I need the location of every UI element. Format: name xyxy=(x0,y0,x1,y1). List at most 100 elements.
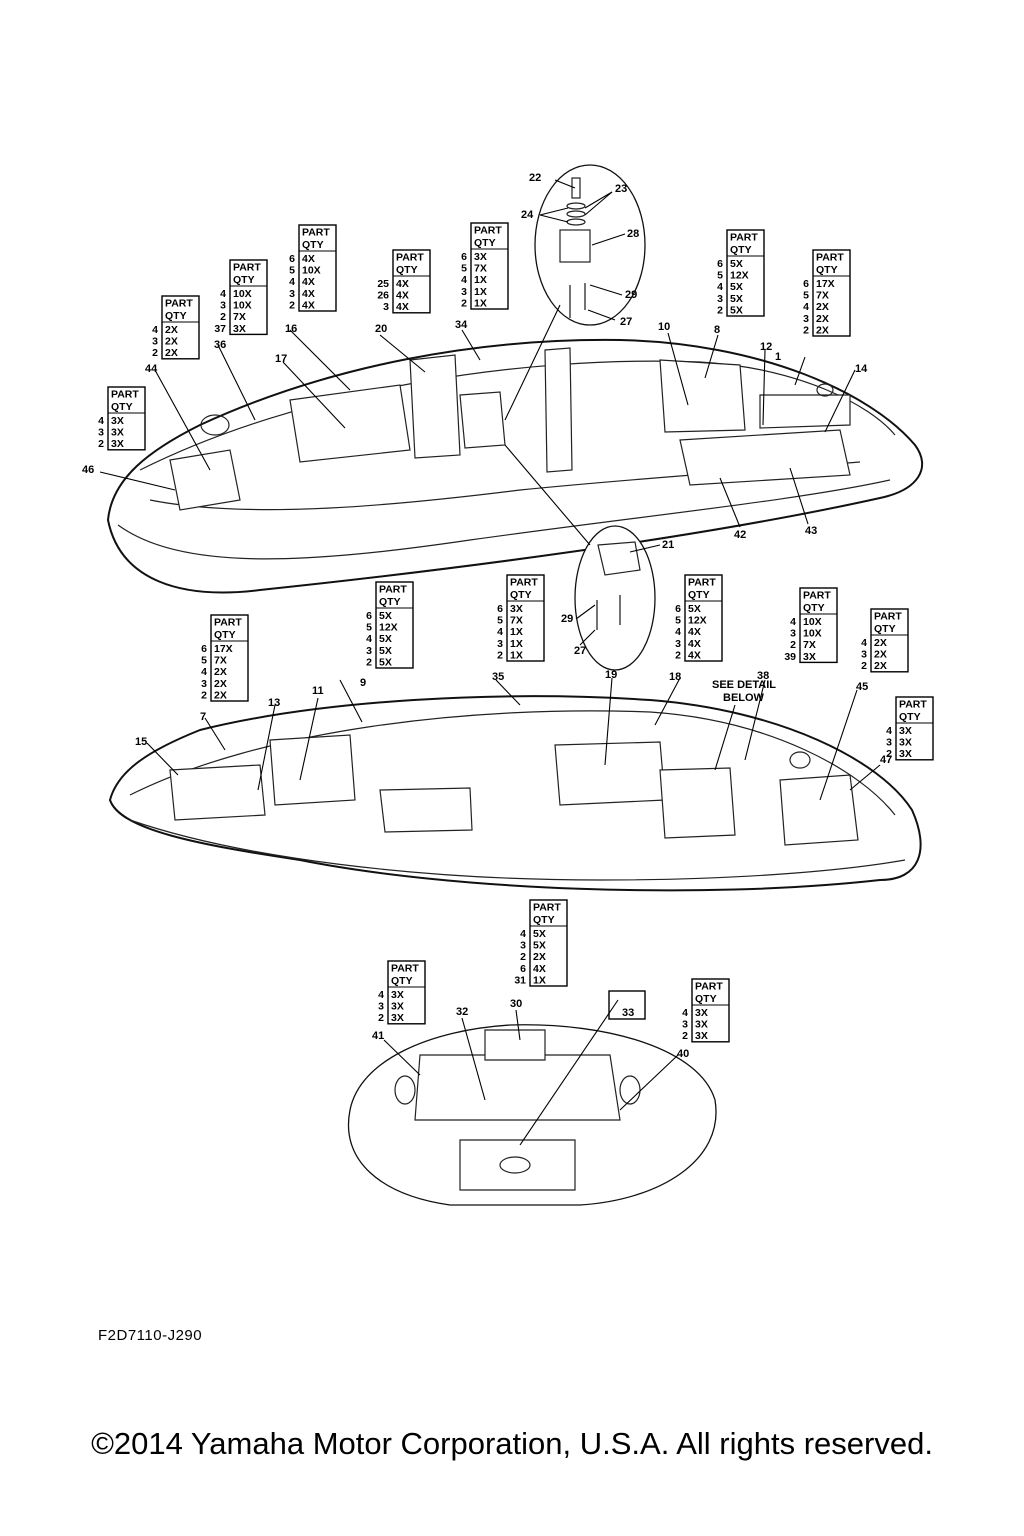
compartment-bow-left-lower xyxy=(169,764,266,821)
table-row-part: 2 xyxy=(675,649,681,661)
washer-upper xyxy=(566,202,586,210)
callout-29-upper: 29 xyxy=(625,289,637,301)
table-row-part: 6 xyxy=(366,610,372,622)
table-row-part: 3 xyxy=(152,336,158,348)
table-row-qty: 7X xyxy=(233,311,246,323)
table-row-part: 3 xyxy=(366,645,372,657)
callout-23: 23 xyxy=(615,183,627,195)
table-row-qty: 2X xyxy=(816,301,829,313)
callout-1: 1 xyxy=(775,351,781,363)
table-row-part: 4 xyxy=(520,928,526,940)
callout-27-upper: 27 xyxy=(620,316,632,328)
callout-30: 30 xyxy=(510,998,522,1010)
table-header-part: PART xyxy=(111,389,139,401)
compartment-stern-step xyxy=(759,394,851,429)
table-row-part: 6 xyxy=(497,603,503,615)
callout-20: 20 xyxy=(375,323,387,335)
callout-24: 24 xyxy=(521,209,534,221)
table-row-qty: 4X xyxy=(302,276,315,288)
table-row-part: 31 xyxy=(514,974,526,986)
table-row-part: 4 xyxy=(201,666,207,678)
table-row-part: 3 xyxy=(803,313,809,325)
table-header-part: PART xyxy=(695,981,723,993)
detail-lower-panel xyxy=(459,1139,576,1191)
table-header-part: PART xyxy=(688,577,716,589)
callout-11: 11 xyxy=(312,685,324,697)
cleat-pin xyxy=(571,177,581,199)
table-row-qty: 7X xyxy=(510,615,523,627)
table-row-part: 4 xyxy=(717,281,723,293)
table-row-part: 25 xyxy=(377,278,389,290)
table-row-qty: 12X xyxy=(730,270,749,282)
callout-42: 42 xyxy=(734,529,746,541)
table-row-part: 4 xyxy=(366,633,372,645)
table-row-part: 26 xyxy=(377,290,389,302)
compartment-center-lower xyxy=(554,741,666,806)
detail-drain-plug xyxy=(499,1156,531,1174)
callout-43: 43 xyxy=(805,525,817,537)
callout-10: 10 xyxy=(658,321,670,333)
table-row-part: 3 xyxy=(378,1001,384,1013)
table-header-qty: QTY xyxy=(302,239,324,251)
table-row-qty: 5X xyxy=(730,293,743,305)
cleat-block xyxy=(559,229,591,263)
table-frame xyxy=(161,295,200,360)
table-frame xyxy=(812,249,851,337)
table-header-part: PART xyxy=(533,902,561,914)
table-row-qty: 3X xyxy=(510,603,523,615)
table-row-part: 5 xyxy=(289,265,295,277)
table-row-qty: 5X xyxy=(730,281,743,293)
table-row-qty: 4X xyxy=(688,649,701,661)
table-row-part: 2 xyxy=(886,748,892,760)
table-row-qty: 3X xyxy=(111,438,124,450)
table-header-qty: QTY xyxy=(874,623,896,635)
table-row-part: 2 xyxy=(520,951,526,963)
see-detail-arrow xyxy=(714,704,736,771)
table-row-part: 2 xyxy=(152,347,158,359)
table-header-qty: QTY xyxy=(695,993,717,1005)
table-row-part: 5 xyxy=(675,615,681,627)
callout-41: 41 xyxy=(372,1030,384,1042)
table-header-part: PART xyxy=(391,963,419,975)
upper-hull-gunwale xyxy=(117,479,891,560)
detail-middle-pointer xyxy=(504,444,591,546)
table-row-qty: 2X xyxy=(874,649,887,661)
callout-47: 47 xyxy=(880,754,892,766)
callout-45: 45 xyxy=(856,681,868,693)
table-row-part: 3 xyxy=(790,628,796,640)
see-detail-line-1: SEE DETAIL xyxy=(712,679,776,691)
table-header-part: PART xyxy=(510,577,538,589)
table-row-qty: 7X xyxy=(816,290,829,302)
table-header-part: PART xyxy=(474,225,502,237)
table-row-part: 3 xyxy=(220,300,226,312)
table-row-part: 4 xyxy=(289,276,295,288)
table-row-part: 5 xyxy=(461,263,467,275)
table-row-part: 3 xyxy=(886,737,892,749)
table-header-qty: QTY xyxy=(233,274,255,286)
table-row-part: 6 xyxy=(520,963,526,975)
table-header-qty: QTY xyxy=(510,589,532,601)
table-header-qty: QTY xyxy=(165,310,187,322)
pointer-33 xyxy=(519,999,619,1146)
table-row-qty: 1X xyxy=(474,297,487,309)
table-row-part: 3 xyxy=(861,649,867,661)
table-row-qty: 4X xyxy=(688,638,701,650)
table-row-part: 2 xyxy=(220,311,226,323)
table-row-part: 5 xyxy=(717,270,723,282)
table-row-part: 6 xyxy=(289,253,295,265)
table-row-qty: 3X xyxy=(899,748,912,760)
part-33-inset xyxy=(608,990,646,1020)
table-row-part: 6 xyxy=(201,643,207,655)
callout-8: 8 xyxy=(714,324,720,336)
table-header-qty: QTY xyxy=(396,264,418,276)
table-row-part: 4 xyxy=(861,637,867,649)
callout-16: 16 xyxy=(285,323,297,335)
table-row-qty: 2X xyxy=(214,666,227,678)
table-row-qty: 1X xyxy=(510,649,523,661)
see-detail-line-2: BELOW xyxy=(723,692,765,704)
